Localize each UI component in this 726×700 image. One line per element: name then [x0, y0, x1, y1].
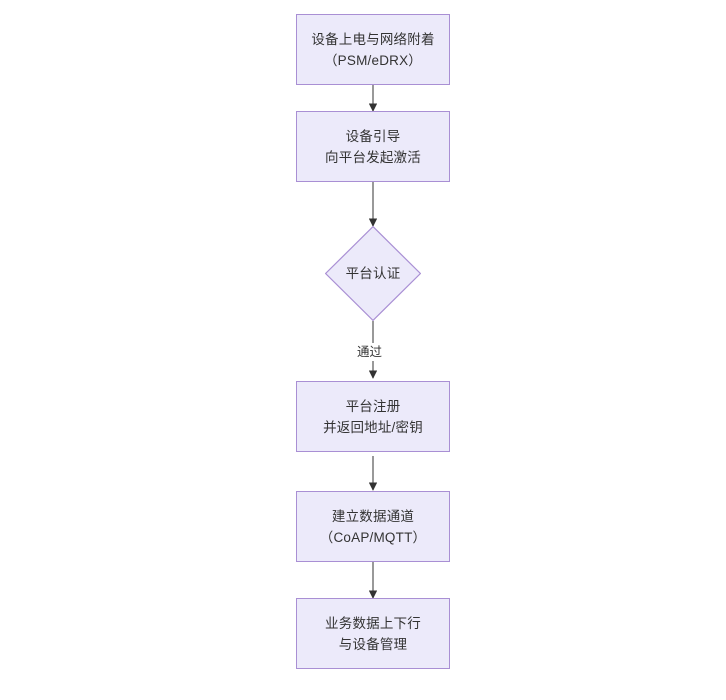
node-bootstrap-line1: 设备引导: [345, 128, 401, 144]
node-business-data[interactable]: 业务数据上下行 与设备管理: [296, 598, 450, 669]
node-data-channel-line2: （CoAP/MQTT）: [319, 529, 427, 545]
node-bootstrap[interactable]: 设备引导 向平台发起激活: [296, 111, 450, 182]
node-platform-register-line2: 并返回地址/密钥: [323, 419, 423, 435]
node-power-on[interactable]: 设备上电与网络附着 （PSM/eDRX）: [296, 14, 450, 85]
edge-label-pass: 通过: [355, 343, 385, 361]
node-business-data-line2: 与设备管理: [338, 636, 408, 652]
diamond-shape: [325, 226, 421, 321]
node-platform-register[interactable]: 平台注册 并返回地址/密钥: [296, 381, 450, 452]
node-platform-register-line1: 平台注册: [345, 398, 401, 414]
node-power-on-line1: 设备上电与网络附着: [311, 31, 435, 47]
node-power-on-line2: （PSM/eDRX）: [323, 52, 423, 68]
node-platform-auth[interactable]: 平台认证: [325, 226, 421, 321]
node-data-channel-line1: 建立数据通道: [331, 508, 415, 524]
edge-label-pass-text: 通过: [357, 345, 383, 359]
node-platform-auth-label: 平台认证: [345, 266, 401, 281]
node-business-data-line1: 业务数据上下行: [325, 615, 421, 631]
node-bootstrap-line2: 向平台发起激活: [325, 149, 421, 165]
node-data-channel[interactable]: 建立数据通道 （CoAP/MQTT）: [296, 491, 450, 562]
